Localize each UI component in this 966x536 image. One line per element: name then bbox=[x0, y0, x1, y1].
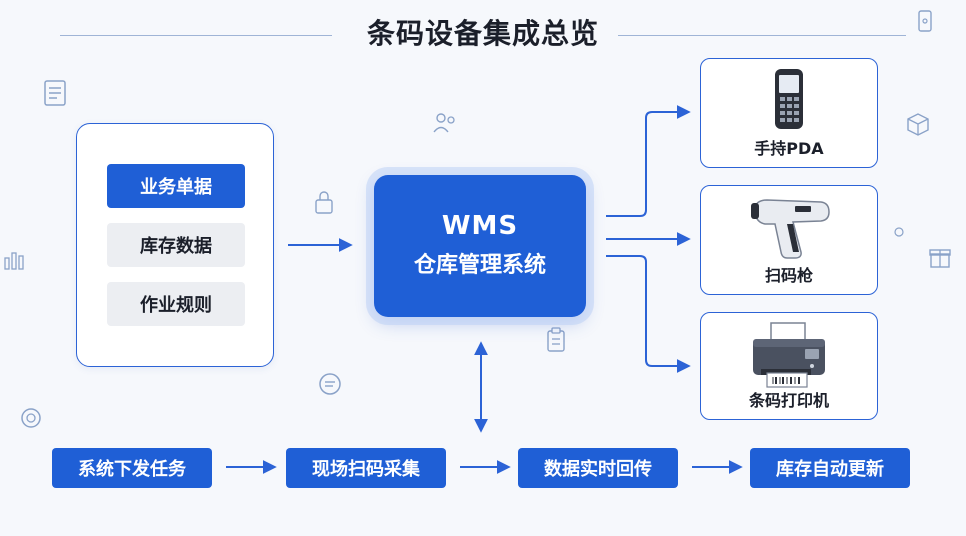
data-source-panel: 业务单据 库存数据 作业规则 bbox=[76, 123, 274, 367]
printer-icon bbox=[753, 322, 825, 388]
device-card-pda: 手持PDA bbox=[700, 58, 878, 168]
flow-step-onsite-scan: 现场扫码采集 bbox=[286, 448, 446, 488]
arrow-wms-to-printer bbox=[606, 255, 691, 373]
clock-icon bbox=[21, 408, 41, 428]
arrow-wms-to-pda bbox=[606, 105, 691, 217]
panel-item-inventory-data: 库存数据 bbox=[107, 223, 245, 267]
wms-system-box: WMS 仓库管理系统 bbox=[374, 175, 586, 317]
lock-icon bbox=[315, 191, 333, 214]
wms-title: WMS bbox=[441, 211, 519, 241]
device-label-pda: 手持PDA bbox=[754, 139, 824, 158]
box-icon bbox=[907, 113, 929, 136]
wms-subtitle: 仓库管理系统 bbox=[413, 253, 546, 278]
users-icon bbox=[433, 113, 455, 133]
bar-chart-icon bbox=[4, 252, 24, 270]
chat-icon bbox=[319, 373, 341, 395]
device-label-printer: 条码打印机 bbox=[748, 391, 829, 410]
gift-icon bbox=[929, 249, 951, 268]
document-icon bbox=[44, 80, 66, 106]
pda-icon bbox=[775, 69, 803, 129]
clipboard-icon bbox=[547, 327, 565, 352]
barcode-scanner-icon bbox=[751, 199, 830, 259]
panel-item-operation-rules: 作业规则 bbox=[107, 282, 245, 326]
phone-outline-icon bbox=[918, 10, 932, 32]
panel-item-business-documents: 业务单据 bbox=[107, 164, 245, 208]
title-rule-left bbox=[60, 35, 332, 36]
title-rule-right bbox=[618, 35, 906, 36]
page-title: 条码设备集成总览 bbox=[366, 17, 599, 50]
flow-step-dispatch-task: 系统下发任务 bbox=[52, 448, 212, 488]
device-label-scanner: 扫码枪 bbox=[764, 266, 813, 285]
device-card-scanner: 扫码枪 bbox=[700, 185, 878, 295]
flow-step-inventory-update: 库存自动更新 bbox=[750, 448, 910, 488]
dot-icon bbox=[894, 227, 904, 237]
device-card-printer: 条码打印机 bbox=[700, 312, 878, 420]
flow-step-realtime-return: 数据实时回传 bbox=[518, 448, 678, 488]
